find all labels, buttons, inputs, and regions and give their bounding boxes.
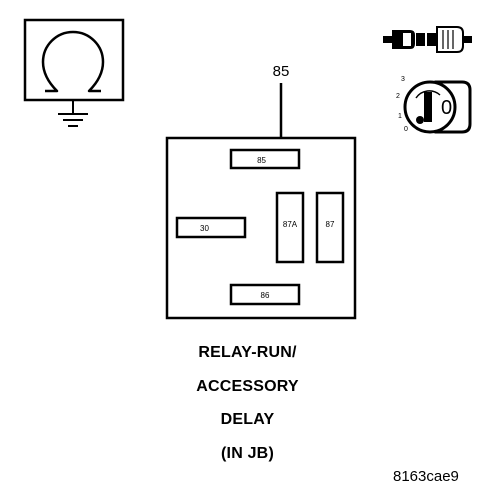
key-position-0: 0: [404, 126, 408, 133]
pin-86-label: 86: [261, 291, 270, 300]
connector-icon: [383, 26, 472, 53]
relay-pin-87: 87: [315, 191, 345, 264]
pin-30-label: 30: [200, 224, 209, 233]
pin-85-label: 85: [257, 156, 266, 165]
figure-code: 8163cae9: [393, 468, 459, 485]
relay-pin-87a: 87A: [275, 191, 305, 264]
key-label: 0: [441, 97, 452, 119]
relay-pin-85: 85: [229, 148, 301, 170]
pin-87-label: 87: [326, 220, 335, 229]
ohmmeter-icon: [23, 18, 125, 127]
ignition-key-icon: 0 3 2 1 0: [396, 76, 472, 134]
caption-line-4: (IN JB): [221, 445, 274, 462]
caption-line-3: DELAY: [220, 411, 275, 428]
key-position-2: 2: [396, 93, 400, 100]
relay-pin-30: 30: [175, 216, 247, 239]
callout-label: 85: [273, 63, 290, 80]
relay-pin-86: 86: [229, 283, 301, 306]
key-position-1: 1: [398, 113, 402, 120]
key-position-3: 3: [401, 76, 405, 83]
pin-87a-label: 87A: [283, 220, 298, 229]
caption-line-2: ACCESSORY: [196, 378, 299, 395]
caption-line-1: RELAY-RUN/: [198, 344, 297, 361]
